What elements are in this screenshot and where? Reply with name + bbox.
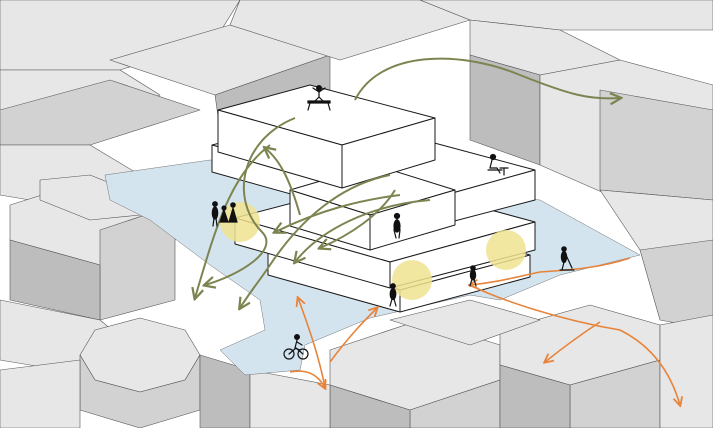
- orange-arrow-down-path: [469, 284, 680, 405]
- green-arrow-roof-right: [354, 57, 620, 100]
- context-block-right-lower: [599, 189, 713, 261]
- orange-arrow-right-path: [470, 257, 631, 285]
- green-arrow-fan-1: [240, 174, 391, 308]
- green-arrow-fan-4: [320, 189, 396, 248]
- context-block-bottom-far-right: [659, 314, 713, 428]
- figure-group-left: [211, 201, 238, 227]
- light-spot-center: [392, 260, 432, 300]
- context-block-bottom-right-wall: [499, 364, 571, 428]
- ground-flow-arrows: [289, 257, 680, 405]
- green-arrow-fan-3: [275, 194, 401, 232]
- figure-standing-slab: [393, 212, 401, 239]
- figure-walker-right: [469, 265, 477, 287]
- orange-arrow-entry-right: [329, 308, 377, 363]
- light-spot-left: [220, 202, 260, 242]
- context-roof-left: [0, 79, 201, 146]
- cyclist-figure: [283, 334, 309, 360]
- context-block-bottom-left: [0, 359, 81, 428]
- figure-walker-center: [389, 283, 397, 307]
- green-arrow-fan-2: [295, 199, 431, 262]
- upper-flow-arrows: [195, 57, 620, 308]
- figure-rooftop-trampoline: [307, 84, 331, 111]
- light-spot-right: [486, 230, 526, 270]
- top-volume-right: [341, 117, 436, 189]
- inner-block-right: [369, 189, 456, 251]
- green-arrow-fan-5: [265, 148, 301, 216]
- context-block-top: [229, 0, 471, 61]
- context-block-top-right: [419, 0, 713, 31]
- context-block-right-face: [599, 89, 713, 201]
- orange-arrow-branch: [545, 321, 601, 362]
- context-block-far-right: [639, 239, 713, 331]
- slab-1-right: [399, 254, 531, 313]
- human-figures: [211, 84, 575, 307]
- context-block-bottom-mid: [249, 369, 331, 428]
- green-arrow-curl-left: [205, 117, 296, 285]
- figure-seated-reader: [487, 153, 509, 176]
- light-spots: [220, 202, 526, 300]
- orange-arrow-approach: [289, 370, 325, 388]
- context-block-center-right: [389, 299, 541, 346]
- figure-scooter-rider: [559, 246, 575, 271]
- context-block-bottom-center-left: [199, 354, 251, 428]
